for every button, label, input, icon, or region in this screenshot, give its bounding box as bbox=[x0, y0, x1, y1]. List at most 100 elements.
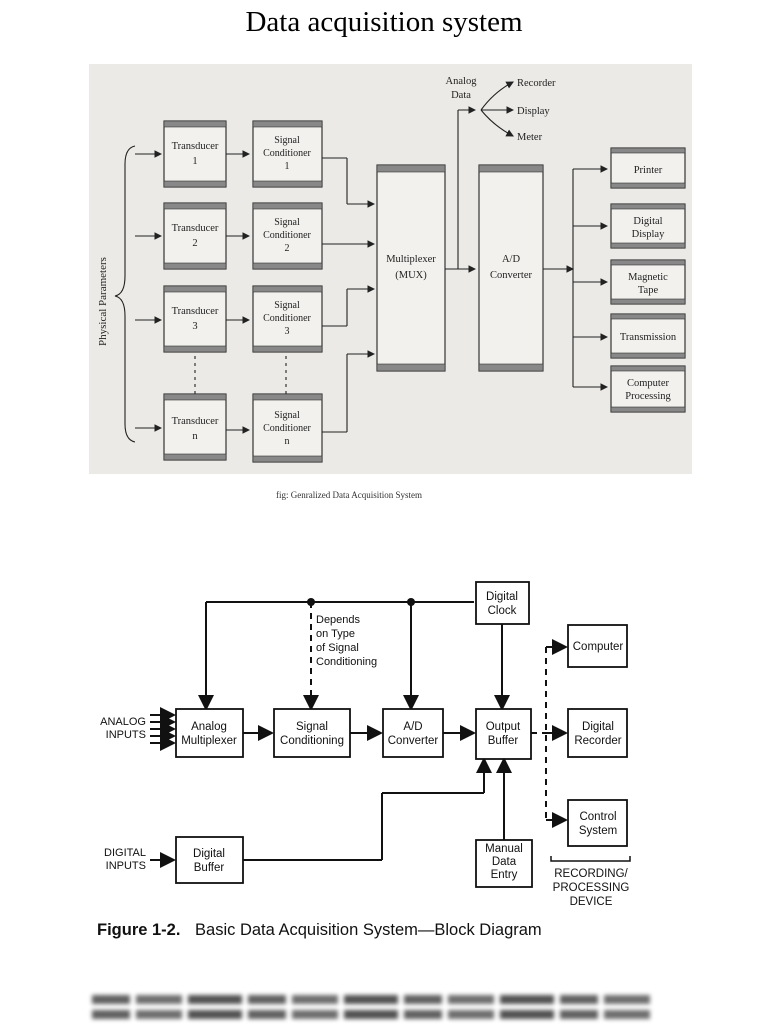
computer-processing-block bbox=[610, 365, 686, 413]
digital-clock-label-2: Clock bbox=[488, 605, 517, 617]
digital-clock-label-1: Digital bbox=[486, 591, 518, 603]
magnetic-tape-block bbox=[610, 259, 686, 305]
transducer-3-text: Transducer bbox=[172, 306, 219, 317]
output-buffer-label-2: Buffer bbox=[488, 735, 519, 747]
conditioner-1-text-line-2: Conditioner bbox=[263, 148, 311, 159]
depends-note-2: on Type bbox=[316, 628, 355, 640]
basic-das-block-diagram: Analog Multiplexer Signal Conditioning A… bbox=[0, 575, 768, 975]
digital-buffer-block bbox=[175, 836, 244, 884]
multiplexer-label-1: Multiplexer bbox=[386, 254, 436, 265]
signal-conditioning-label-2: Conditioning bbox=[280, 735, 344, 747]
blurred-line-1 bbox=[92, 995, 652, 1004]
computer-processing-label-word-1: Computer bbox=[627, 378, 669, 389]
conditioner-n-block bbox=[252, 393, 323, 463]
manual-entry-label-3: Entry bbox=[491, 869, 518, 881]
transducer-n-text: Transducer bbox=[172, 416, 219, 427]
converter-label-2: Converter bbox=[490, 270, 532, 281]
transmission-label: Transmission bbox=[620, 332, 677, 343]
transducer-n-label: Transducer n bbox=[172, 416, 219, 442]
page-title: Data acquisition system bbox=[245, 6, 523, 38]
analog-data-label-1: Analog bbox=[446, 76, 478, 87]
recording-label-2: PROCESSING bbox=[553, 882, 630, 894]
transducer-2-block bbox=[163, 202, 227, 270]
conditioner-3-block bbox=[252, 285, 323, 353]
digital-recorder-label-1: Digital bbox=[582, 721, 614, 733]
control-system-block bbox=[567, 799, 628, 847]
ad-converter-block bbox=[478, 164, 544, 372]
transducer-n-text-line-2: n bbox=[192, 431, 198, 442]
signal-conditioning-block bbox=[273, 708, 351, 758]
multiplexer-label-2: (MUX) bbox=[395, 270, 427, 281]
output-buffer-label-1: Output bbox=[486, 721, 521, 733]
blurred-line-2 bbox=[92, 1010, 652, 1019]
transducer-3-text-line-2: 3 bbox=[192, 321, 197, 332]
transducer-1-block bbox=[163, 120, 227, 188]
conditioner-1-text: Signal bbox=[274, 135, 300, 146]
converter-label-1: A/D bbox=[502, 254, 521, 265]
magnetic-tape-label-word-2: Tape bbox=[638, 285, 659, 296]
analog-inputs-label-2: INPUTS bbox=[106, 729, 146, 741]
analog-multiplexer-label-1: Analog bbox=[191, 721, 227, 733]
digital-recorder-block bbox=[567, 708, 628, 758]
ad-converter-block-2 bbox=[382, 708, 444, 758]
depends-note-3: of Signal bbox=[316, 642, 359, 654]
recorder-label: Recorder bbox=[517, 78, 556, 89]
control-system-label-2: System bbox=[579, 825, 617, 837]
transmission-block bbox=[610, 313, 686, 359]
digital-display-block bbox=[610, 203, 686, 249]
digital-inputs-label-2: INPUTS bbox=[106, 860, 146, 872]
depends-note-4: Conditioning bbox=[316, 656, 377, 668]
figure-1-caption: fig: Genralized Data Acquisition System bbox=[276, 490, 422, 500]
recording-label-1: RECORDING/ bbox=[554, 868, 628, 880]
ad-converter-label-1: A/D bbox=[403, 721, 422, 733]
control-system-label-1: Control bbox=[579, 811, 616, 823]
analog-inputs-label-1: ANALOG bbox=[100, 716, 146, 728]
transducer-2-text: Transducer bbox=[172, 223, 219, 234]
transducer-3-label: Transducer 3 bbox=[172, 306, 219, 332]
conditioner-n-text: Signal bbox=[274, 410, 300, 421]
printer-block bbox=[610, 147, 686, 189]
conditioner-3-text-line-3: 3 bbox=[285, 326, 290, 337]
conditioner-2-text-line-2: Conditioner bbox=[263, 230, 311, 241]
ad-converter-label-2: Converter bbox=[388, 735, 439, 747]
conditioner-3-text: Signal bbox=[274, 300, 300, 311]
conditioner-1-text-line-3: 1 bbox=[285, 161, 290, 172]
manual-entry-label-2: Data bbox=[492, 856, 517, 868]
manual-entry-block bbox=[475, 839, 533, 888]
display-label: Display bbox=[517, 106, 550, 117]
digital-display-label-word-2: Display bbox=[632, 229, 665, 240]
computer-block bbox=[567, 624, 628, 668]
conditioner-2-text: Signal bbox=[274, 217, 300, 228]
figure-2-number: Figure 1-2. bbox=[97, 921, 181, 939]
analog-multiplexer-label-2: Multiplexer bbox=[181, 735, 237, 747]
manual-entry-label-1: Manual bbox=[485, 843, 523, 855]
conditioner-n-text-line-3: n bbox=[285, 436, 290, 447]
conditioner-2-text-line-3: 2 bbox=[285, 243, 290, 254]
digital-buffer-label-1: Digital bbox=[193, 848, 225, 860]
analog-data-label-2: Data bbox=[451, 90, 471, 101]
conditioner-n-text-line-2: Conditioner bbox=[263, 423, 311, 434]
figure-2-caption: Figure 1-2. Basic Data Acquisition Syste… bbox=[97, 921, 542, 940]
output-buffer-block bbox=[475, 708, 532, 760]
blurred-text-excerpt bbox=[92, 992, 652, 1024]
conditioner-2-block bbox=[252, 202, 323, 270]
transducer-n-block bbox=[163, 393, 227, 461]
digital-buffer-label-2: Buffer bbox=[194, 862, 225, 874]
transducer-blocks bbox=[163, 120, 686, 463]
conditioner-3-text-line-2: Conditioner bbox=[263, 313, 311, 324]
parameters-brace bbox=[114, 145, 136, 443]
analog-multiplexer-block bbox=[175, 708, 244, 758]
physical-parameters-label: Physical Parameters bbox=[97, 257, 109, 346]
digital-clock-block bbox=[475, 581, 530, 625]
figure-2-caption-text: Basic Data Acquisition System—Block Diag… bbox=[195, 921, 542, 939]
meter-label: Meter bbox=[517, 132, 543, 143]
